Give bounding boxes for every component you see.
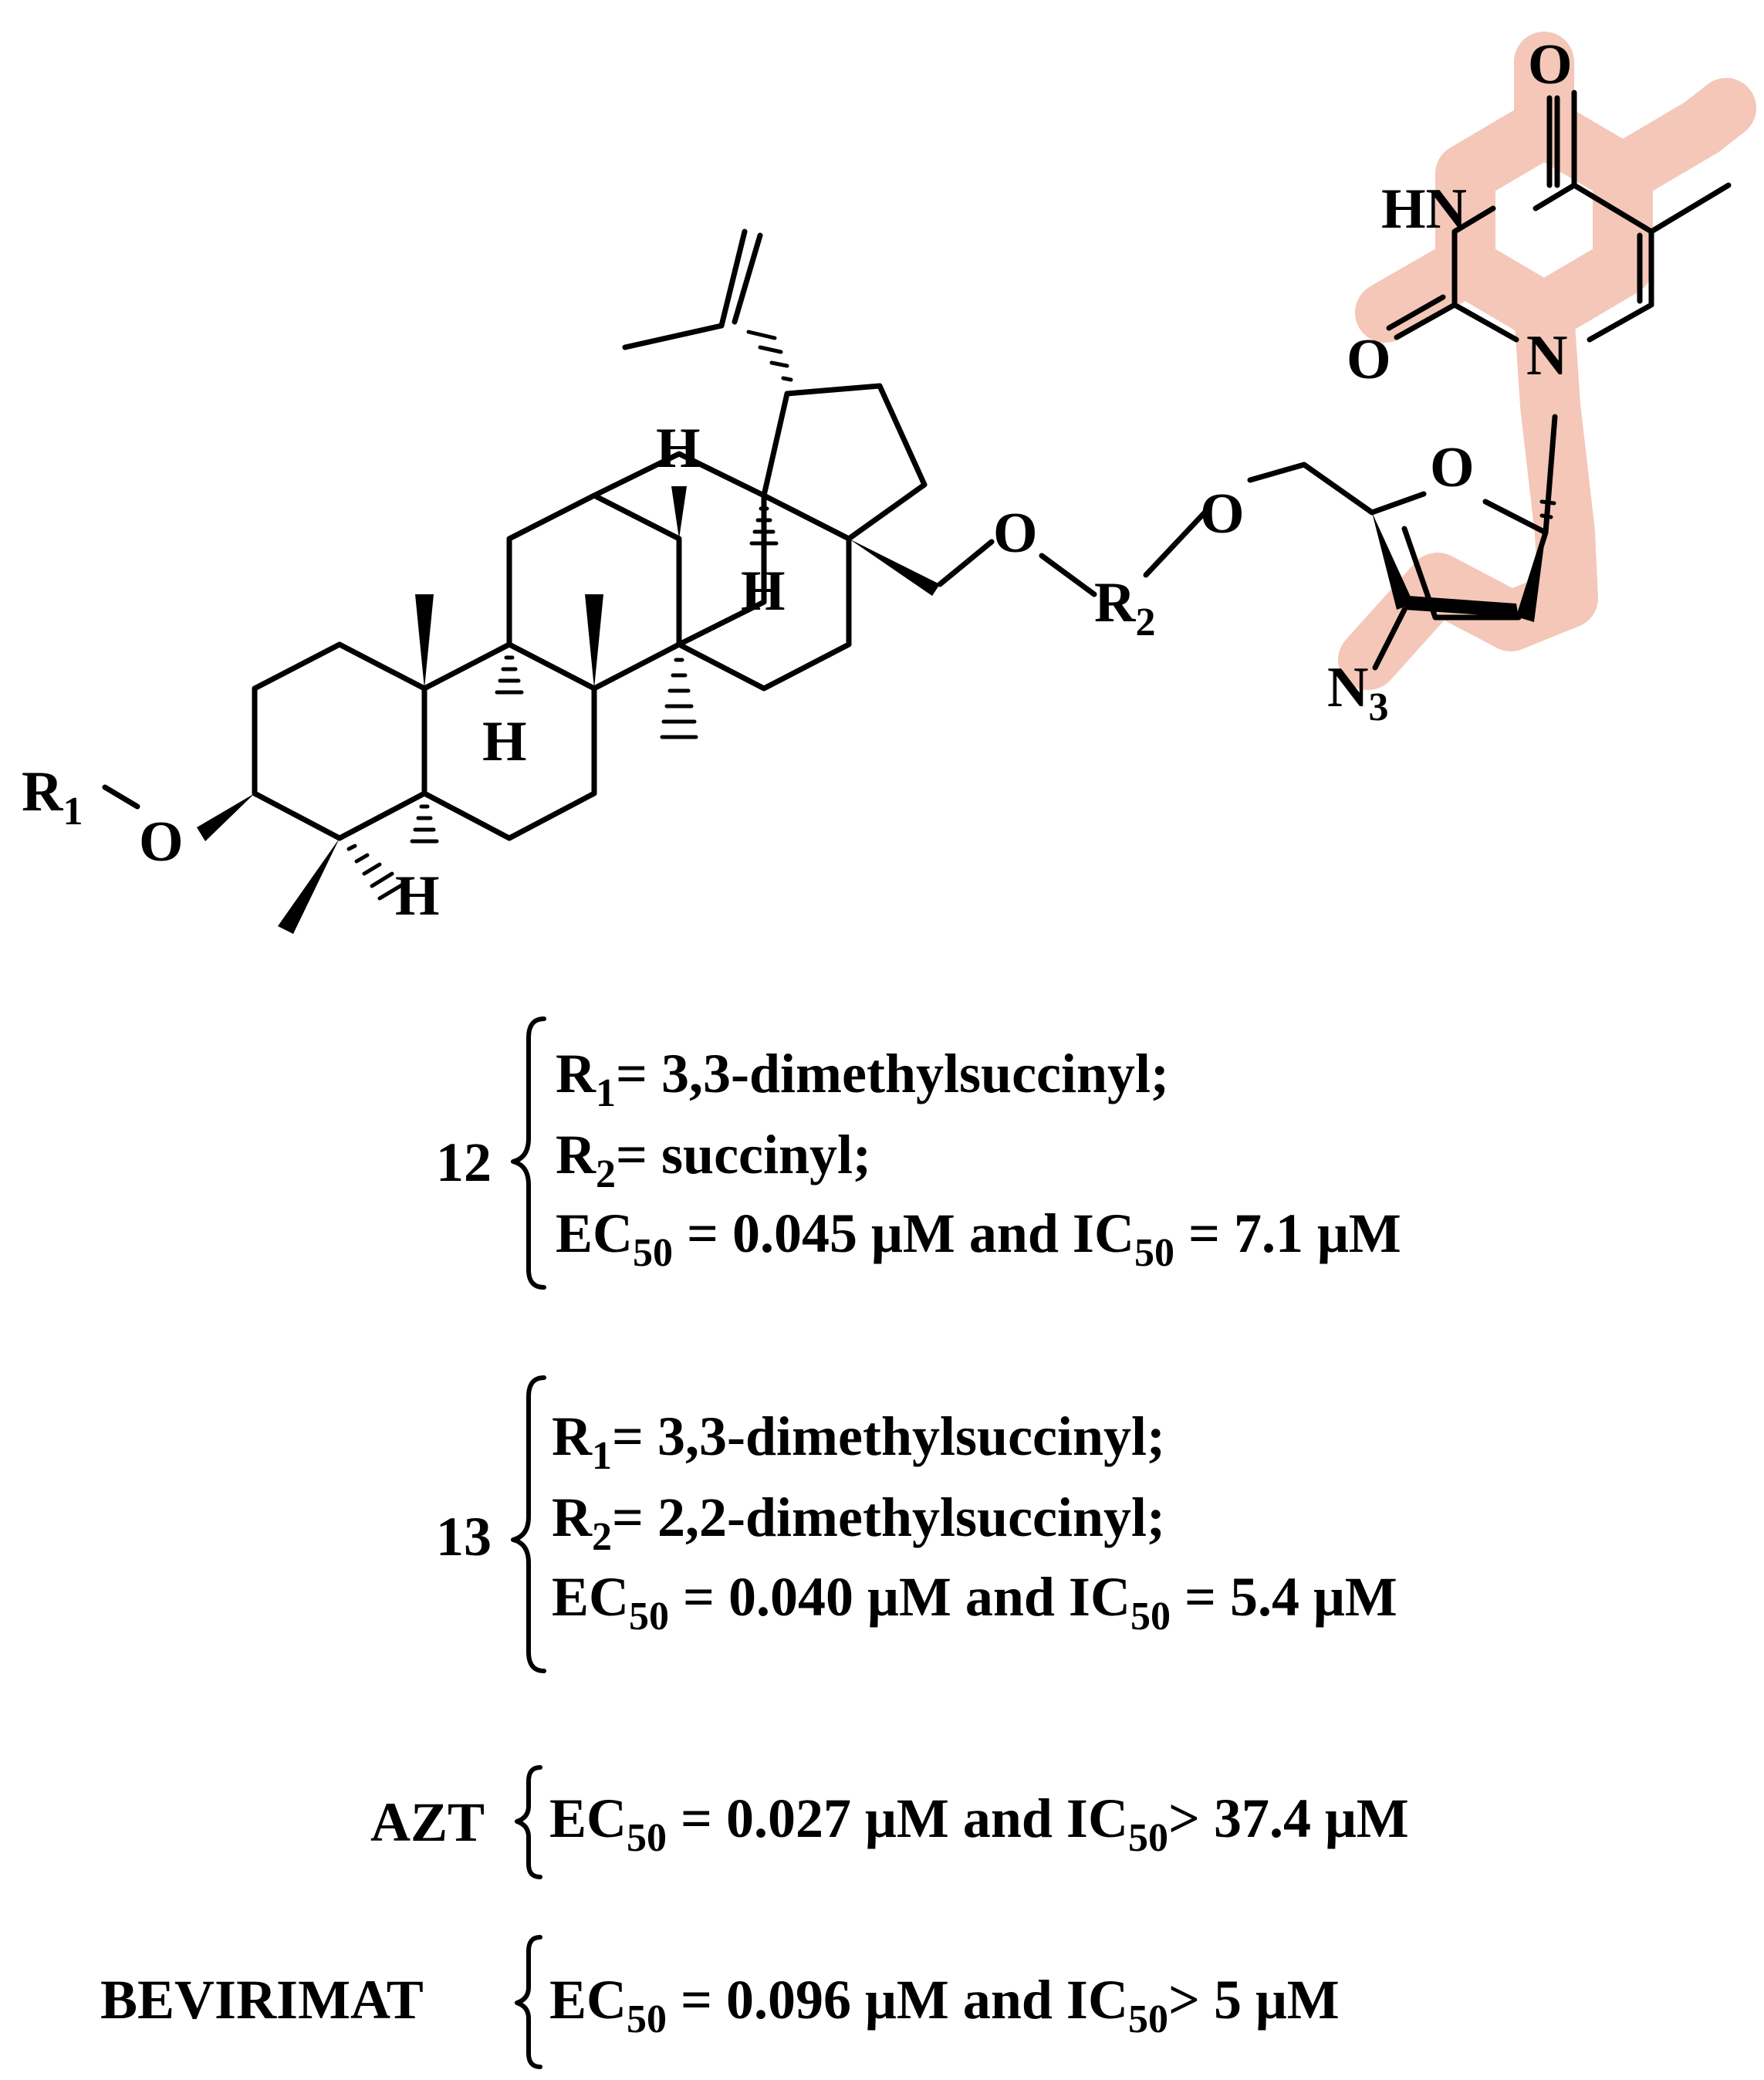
r2-label: R2	[1094, 571, 1155, 644]
n3-azide-label: N3	[1327, 656, 1388, 729]
azt-brace	[515, 1765, 542, 1879]
compound-13-activity-line: EC50 = 0.040 μM and IC50 = 5.4 μM	[552, 1566, 1397, 1639]
o-link2-label: O	[1200, 482, 1245, 546]
azt-reference-block: AZT EC50 = 0.027 μM and IC50> 37.4 μM	[370, 1765, 1409, 1879]
o-carbonyl-left-label: O	[1347, 328, 1391, 391]
compound-12-r2-line: R2= succinyl;	[556, 1124, 871, 1196]
bevirimat-name: BEVIRIMAT	[100, 1969, 424, 2031]
compound-12-activity-line: EC50 = 0.045 μM and IC50 = 7.1 μM	[556, 1202, 1401, 1275]
o-ring-label: O	[1430, 436, 1475, 499]
azt-name: AZT	[370, 1791, 485, 1853]
r1-label: R1	[22, 760, 83, 834]
molecule-bonds	[102, 90, 1732, 841]
o-link1-label: O	[993, 502, 1038, 565]
n-ring-label: N	[1526, 324, 1567, 387]
bevirimat-brace	[515, 1935, 542, 2069]
hn-label: HN	[1381, 178, 1467, 241]
compound-13-r1-line: R1= 3,3-dimethylsuccinyl;	[552, 1405, 1165, 1478]
h-c5-label: H	[395, 864, 440, 928]
atom-labels: R1 O H H H H O R2 O O N3 N HN O O	[22, 33, 1573, 928]
compound-13-block: 13 R1= 3,3-dimethylsuccinyl; R2= 2,2-dim…	[436, 1375, 1397, 1673]
h-c9-label: H	[482, 710, 527, 773]
compound-12-id: 12	[436, 1131, 492, 1193]
o-r1-label: O	[139, 810, 184, 874]
bevirimat-reference-block: BEVIRIMAT EC50 = 0.096 μM and IC50> 5 μM	[100, 1935, 1340, 2069]
bevirimat-activity-line: EC50 = 0.096 μM and IC50> 5 μM	[549, 1969, 1340, 2041]
hashed-bonds	[346, 330, 1556, 901]
compound-12-block: 12 R1= 3,3-dimethylsuccinyl; R2= succiny…	[436, 1016, 1401, 1290]
compound-13-id: 13	[436, 1506, 492, 1568]
compound-13-r2-line: R2= 2,2-dimethylsuccinyl;	[552, 1486, 1165, 1559]
azt-activity-line: EC50 = 0.027 μM and IC50> 37.4 μM	[549, 1787, 1409, 1860]
h-c13-top-label: H	[656, 417, 701, 480]
azt-moiety-highlight	[1338, 32, 1756, 690]
compound-12-brace	[511, 1016, 546, 1290]
wedge-bonds	[197, 486, 1546, 934]
o-carbonyl-top-label: O	[1528, 33, 1573, 96]
compound-12-r1-line: R1= 3,3-dimethylsuccinyl;	[556, 1043, 1169, 1115]
compound-13-brace	[511, 1375, 546, 1673]
h-c14-label: H	[741, 560, 786, 623]
